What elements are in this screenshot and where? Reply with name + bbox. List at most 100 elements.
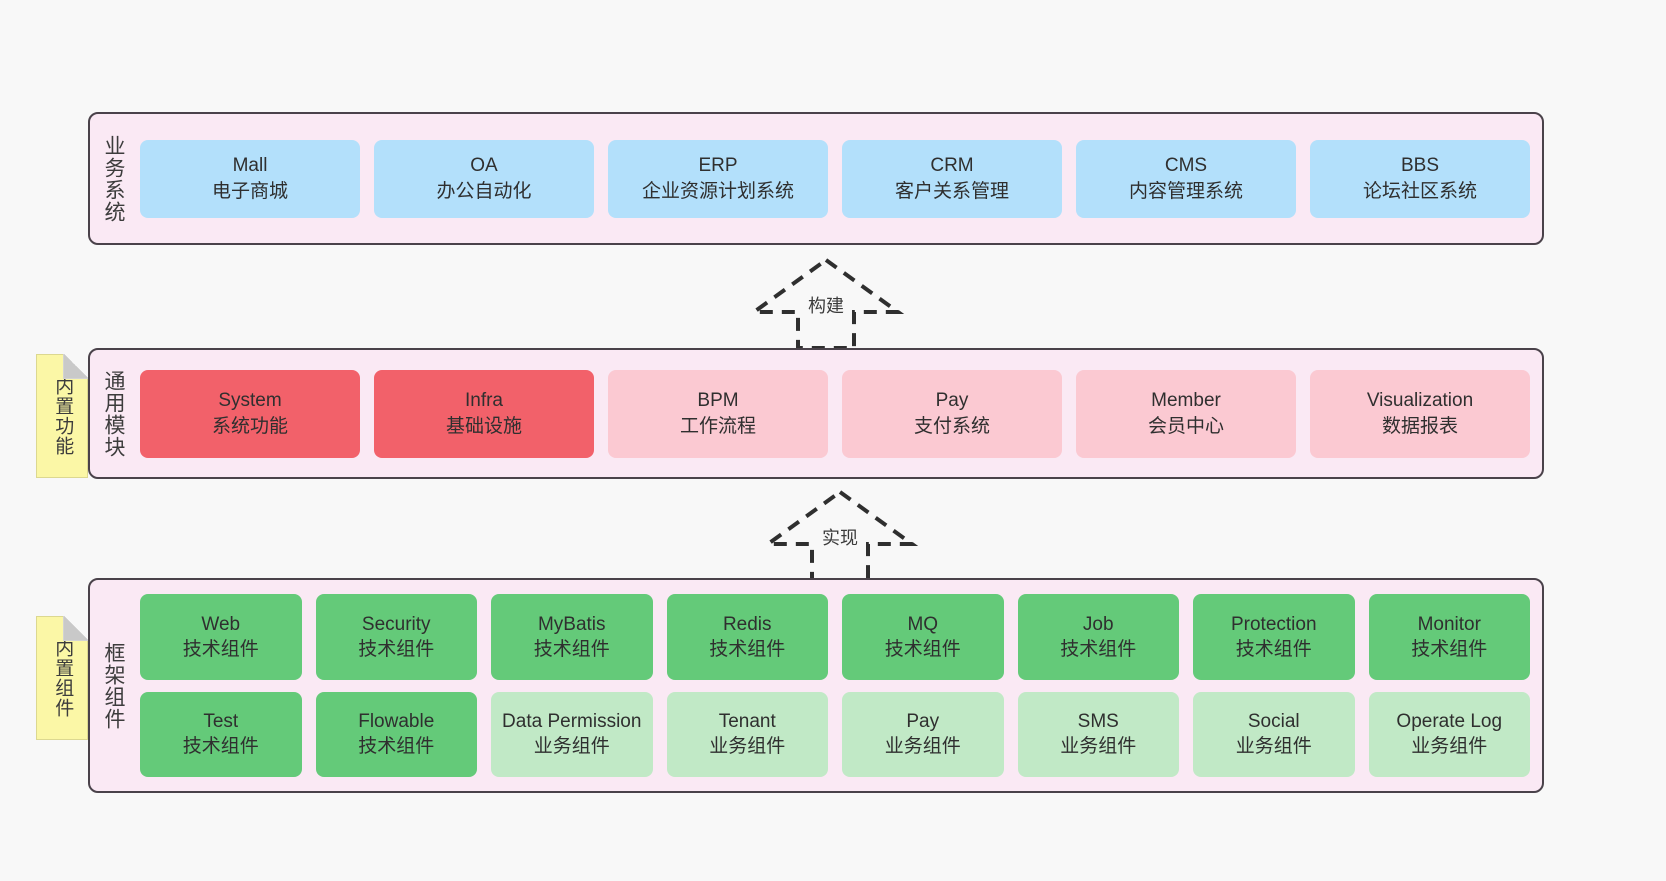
node-mq[interactable]: MQ 技术组件 (842, 594, 1004, 680)
node-sms[interactable]: SMS 业务组件 (1017, 691, 1179, 777)
node-oa[interactable]: OA 办公自动化 (374, 139, 594, 218)
node-title-en: Security (361, 613, 431, 635)
layer-title-business: 业务系统 (101, 134, 125, 223)
node-tenant[interactable]: Tenant 业务组件 (666, 691, 828, 777)
layer-body-frame: Web 技术组件 Security 技术组件 MyBatis 技术组件 Redi… (136, 580, 1542, 791)
node-title-cn: 客户关系管理 (894, 180, 1009, 202)
node-title-cn: 系统功能 (211, 415, 288, 437)
sticky-note-builtin-component: 内置组件 (36, 616, 88, 740)
node-pay-business[interactable]: Pay 业务组件 (842, 691, 1004, 777)
node-title-cn: 技术组件 (1411, 638, 1488, 660)
node-mall[interactable]: Mall 电子商城 (140, 139, 360, 218)
layer-body-module: System 系统功能 Infra 基础设施 BPM 工作流程 Pay 支付系统… (136, 350, 1542, 477)
node-title-cn: 基础设施 (445, 415, 522, 437)
node-job[interactable]: Job 技术组件 (1017, 594, 1179, 680)
node-erp[interactable]: ERP 企业资源计划系统 (608, 139, 828, 218)
node-bpm[interactable]: BPM 工作流程 (608, 369, 828, 458)
node-title-cn: 支付系统 (913, 415, 990, 437)
node-title-en: Pay (906, 711, 940, 733)
node-title-en: Member (1151, 390, 1221, 412)
node-title-cn: 业务组件 (1060, 736, 1137, 758)
node-protection[interactable]: Protection 技术组件 (1193, 594, 1355, 680)
layer-framework-component: 框架组件 Web 技术组件 Security 技术组件 MyBatis 技术组件… (88, 578, 1544, 793)
node-title-en: OA (470, 155, 498, 177)
node-title-en: Protection (1230, 613, 1317, 635)
node-flowable[interactable]: Flowable 技术组件 (315, 691, 477, 777)
node-cms[interactable]: CMS 内容管理系统 (1076, 139, 1296, 218)
node-title-en: System (218, 390, 282, 412)
node-title-en: Monitor (1417, 613, 1481, 635)
node-title-cn: 技术组件 (709, 638, 786, 660)
node-title-en: MyBatis (537, 613, 606, 635)
node-title-cn: 技术组件 (533, 638, 610, 660)
layer-common-module: 通用模块 System 系统功能 Infra 基础设施 BPM 工作流程 Pay… (88, 348, 1544, 479)
node-title-cn: 办公自动化 (436, 180, 532, 202)
node-web[interactable]: Web 技术组件 (140, 594, 302, 680)
node-title-cn: 论坛社区系统 (1362, 180, 1477, 202)
node-title-en: CRM (930, 155, 974, 177)
node-title-en: Test (203, 711, 239, 733)
node-title-en: Infra (464, 390, 504, 412)
node-title-en: Flowable (358, 711, 435, 733)
connector-label: 实现 (822, 528, 858, 548)
node-test[interactable]: Test 技术组件 (140, 691, 302, 777)
node-title-cn: 业务组件 (709, 736, 786, 758)
node-title-en: Pay (935, 390, 969, 412)
node-title-cn: 业务组件 (884, 736, 961, 758)
node-title-en: Operate Log (1396, 711, 1503, 733)
node-title-en: SMS (1077, 711, 1119, 733)
node-crm[interactable]: CRM 客户关系管理 (842, 139, 1062, 218)
node-system[interactable]: System 系统功能 (140, 369, 360, 458)
node-title-en: BBS (1400, 155, 1440, 177)
node-title-en: Web (201, 613, 241, 635)
node-title-en: ERP (698, 155, 738, 177)
node-title-cn: 技术组件 (182, 736, 259, 758)
node-title-cn: 工作流程 (679, 415, 756, 437)
node-monitor[interactable]: Monitor 技术组件 (1368, 594, 1530, 680)
node-mybatis[interactable]: MyBatis 技术组件 (491, 594, 653, 680)
node-title-cn: 技术组件 (1235, 638, 1312, 660)
sticky-note-text: 内置功能 (52, 376, 74, 456)
layer-body-business: Mall 电子商城 OA 办公自动化 ERP 企业资源计划系统 CRM 客户关系… (136, 114, 1542, 243)
node-title-en: Visualization (1366, 390, 1474, 412)
node-title-cn: 业务组件 (533, 736, 610, 758)
connector-realize: 实现 (760, 488, 920, 584)
node-title-en: Redis (722, 613, 772, 635)
node-title-cn: 技术组件 (1060, 638, 1137, 660)
node-visualization[interactable]: Visualization 数据报表 (1310, 369, 1530, 458)
node-title-cn: 企业资源计划系统 (641, 180, 794, 202)
layer-title-frame: 框架组件 (101, 641, 125, 730)
node-title-cn: 技术组件 (182, 638, 259, 660)
generalization-arrow-icon (761, 489, 919, 582)
node-title-en: Tenant (718, 711, 776, 733)
node-bbs[interactable]: BBS 论坛社区系统 (1310, 139, 1530, 218)
sticky-note-text: 内置组件 (52, 638, 74, 718)
node-title-cn: 业务组件 (1235, 736, 1312, 758)
node-title-en: CMS (1164, 155, 1208, 177)
node-title-cn: 技术组件 (358, 638, 435, 660)
node-title-cn: 技术组件 (358, 736, 435, 758)
node-title-en: Mall (232, 155, 268, 177)
layer-business-system: 业务系统 Mall 电子商城 OA 办公自动化 ERP 企业资源计划系统 CRM… (88, 112, 1544, 245)
node-title-en: Data Permission (502, 711, 642, 733)
connector-label: 构建 (808, 296, 844, 316)
node-infra[interactable]: Infra 基础设施 (374, 369, 594, 458)
node-title-en: BPM (697, 390, 739, 412)
node-redis[interactable]: Redis 技术组件 (666, 594, 828, 680)
node-title-cn: 技术组件 (884, 638, 961, 660)
node-security[interactable]: Security 技术组件 (315, 594, 477, 680)
node-operate-log[interactable]: Operate Log 业务组件 (1368, 691, 1530, 777)
node-title-cn: 内容管理系统 (1128, 180, 1243, 202)
node-pay[interactable]: Pay 支付系统 (842, 369, 1062, 458)
node-title-cn: 业务组件 (1411, 736, 1488, 758)
node-title-cn: 电子商城 (211, 180, 288, 202)
node-data-permission[interactable]: Data Permission 业务组件 (491, 691, 653, 777)
node-member[interactable]: Member 会员中心 (1076, 369, 1296, 458)
node-title-cn: 会员中心 (1147, 415, 1224, 437)
node-social[interactable]: Social 业务组件 (1193, 691, 1355, 777)
sticky-note-builtin-function: 内置功能 (36, 354, 88, 478)
node-title-en: MQ (907, 613, 939, 635)
layer-title-module: 通用模块 (101, 369, 125, 458)
node-title-en: Social (1247, 711, 1300, 733)
